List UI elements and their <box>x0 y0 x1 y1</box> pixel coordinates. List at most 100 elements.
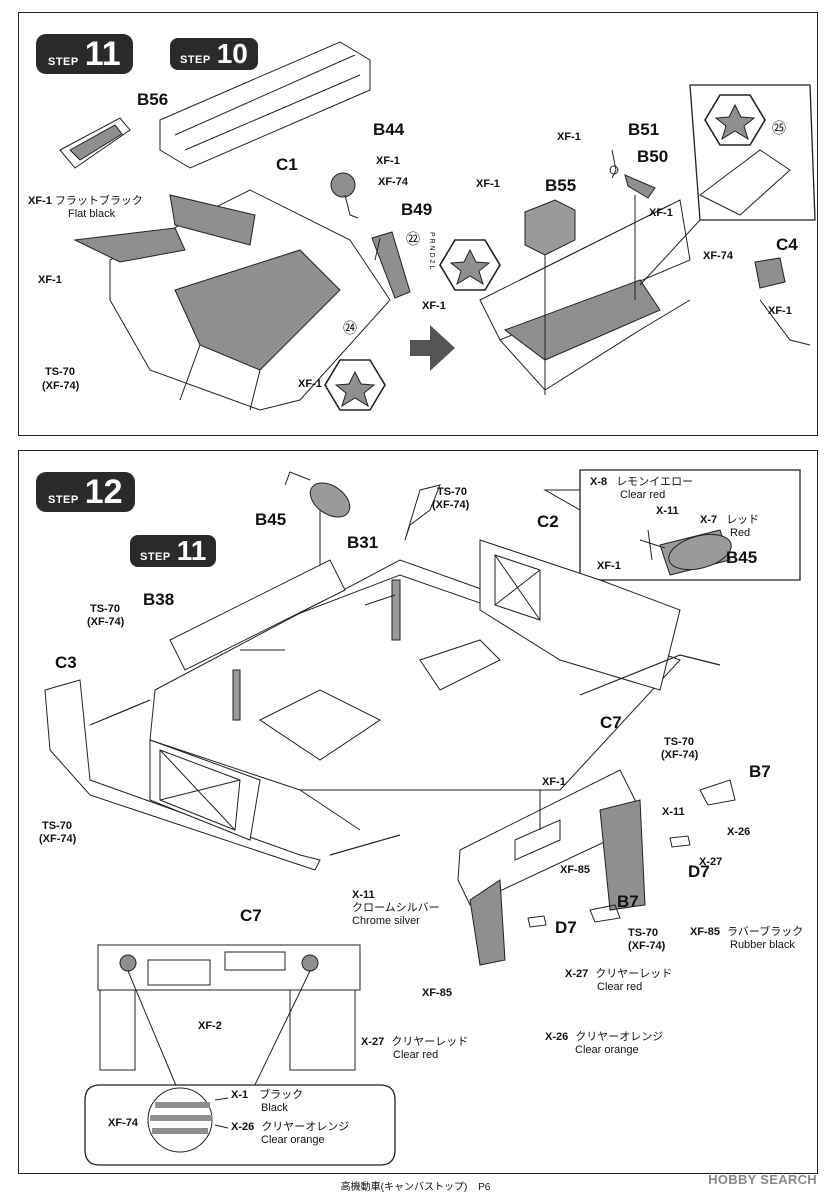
label-xf74-sub: (XF-74) <box>661 749 699 761</box>
color-en: Chrome silver <box>352 915 420 927</box>
decal-25: ㉕ <box>772 120 786 136</box>
color-jp: レッド <box>726 514 760 526</box>
step-12-panel <box>18 450 818 1174</box>
color-jp: クリヤーレッド <box>595 968 673 980</box>
callout-x7: X-7 レッド Red <box>700 514 759 540</box>
detail-label-xf2: XF-2 <box>198 1020 222 1032</box>
part-b7: B7 <box>617 892 639 911</box>
label-xf74-sub: (XF-74) <box>432 499 470 511</box>
color-jp: クリヤーオレンジ <box>261 1121 350 1133</box>
color-en: Clear red <box>597 981 643 993</box>
step-word: STEP <box>180 54 211 66</box>
step-word: STEP <box>48 494 79 506</box>
part-c7: C7 <box>600 713 622 732</box>
label-xf1-flat-black: XF-1 フラットブラック Flat black <box>28 195 143 221</box>
label-xf1: XF-1 <box>649 207 673 219</box>
part-b31: B31 <box>347 533 379 552</box>
label-x11: X-11 <box>662 806 685 818</box>
part-b50: B50 <box>637 147 669 166</box>
label-xf1: XF-1 <box>476 178 500 190</box>
detail-part-c7: C7 <box>240 906 262 925</box>
part-c3: C3 <box>55 653 77 672</box>
color-code: X-26 <box>545 1031 569 1043</box>
label-ts70: TS-70 <box>42 820 72 832</box>
color-en: Clear red <box>620 489 666 501</box>
part-d7: D7 <box>555 918 577 937</box>
label-ts70: TS-70 <box>628 927 658 939</box>
label-xf1: XF-1 <box>38 274 62 286</box>
color-code: XF-85 <box>690 926 720 938</box>
watermark-logo: HOBBY SEARCH <box>708 1172 817 1187</box>
color-code: X-1 <box>231 1089 249 1101</box>
page-footer: 高機動車(キャンバストップ) P6 <box>0 1178 831 1193</box>
color-jp: レモンイエロー <box>616 476 694 488</box>
part-c1: C1 <box>276 155 298 174</box>
decal-22: ㉒ <box>406 231 420 247</box>
color-jp: クロームシルバー <box>352 902 440 914</box>
part-d7: D7 <box>688 862 710 881</box>
label-ts70: TS-70 <box>437 486 467 498</box>
label-x11-chrome-silver: X-11 クロームシルバー Chrome silver <box>352 889 440 928</box>
step-11-badge: STEP 11 <box>36 34 133 74</box>
part-b56: B56 <box>137 90 169 109</box>
color-en: Clear red <box>393 1049 439 1061</box>
label-ts70: TS-70 <box>90 603 120 615</box>
part-b45: B45 <box>255 510 287 529</box>
label-xf1: XF-1 <box>557 131 581 143</box>
step-12-badge: STEP 12 <box>36 472 135 512</box>
label-xf85: XF-85 <box>560 864 590 876</box>
label-ts70: TS-70 <box>664 736 694 748</box>
label-x27: X-27 <box>699 856 723 868</box>
label-x26-clear-orange: X-26 クリヤーオレンジ Clear orange <box>545 1031 663 1057</box>
color-code: X-8 <box>590 476 608 488</box>
part-b7: B7 <box>749 762 771 781</box>
color-code: X-26 <box>231 1121 255 1133</box>
color-jp: クリヤーオレンジ <box>575 1031 664 1043</box>
step-11-ref-badge: STEP 11 <box>130 535 217 567</box>
label-xf74: XF-74 <box>703 250 733 262</box>
callout-xf1: XF-1 <box>597 560 621 572</box>
footer-title: 高機動車(キャンバストップ) <box>340 1182 468 1193</box>
label-ts70-sub: (XF-74) <box>42 380 80 392</box>
color-code: X-7 <box>700 514 718 526</box>
detail-label-x27: X-27 クリヤーレッド Clear red <box>361 1036 468 1062</box>
part-c2: C2 <box>537 512 559 531</box>
part-b49: B49 <box>401 200 433 219</box>
step-word: STEP <box>48 56 79 68</box>
part-b38: B38 <box>143 590 175 609</box>
label-xf74-sub: (XF-74) <box>39 833 77 845</box>
part-b44: B44 <box>373 120 405 139</box>
color-jp: フラットブラック <box>54 195 143 207</box>
step-word: STEP <box>140 551 171 563</box>
callout-x11: X-11 <box>656 505 679 517</box>
step-10-ref-badge: STEP 10 <box>170 38 258 70</box>
step-number: 10 <box>216 38 248 69</box>
label-xf1: XF-1 <box>542 776 566 788</box>
color-en: Black <box>261 1102 288 1114</box>
decal-24: ㉔ <box>343 320 357 336</box>
color-code: X-11 <box>352 889 375 901</box>
shift-pattern: P R N D 2 L <box>428 232 435 270</box>
step-number: 11 <box>176 535 207 566</box>
part-b55: B55 <box>545 176 577 195</box>
label-xf85-rubber-black: XF-85 ラバーブラック Rubber black <box>690 926 803 952</box>
color-jp: ブラック <box>259 1089 304 1101</box>
detail-label-x1: X-1 ブラック Black <box>231 1089 303 1115</box>
label-xf74: XF-74 <box>378 176 408 188</box>
color-en: Clear orange <box>261 1134 325 1146</box>
color-code: X-27 <box>361 1036 385 1048</box>
label-xf74-sub: (XF-74) <box>628 940 666 952</box>
footer-page: P6 <box>478 1182 491 1193</box>
label-xf1: XF-1 <box>298 378 322 390</box>
part-b45-callout: B45 <box>726 548 758 567</box>
color-jp: ラバーブラック <box>727 926 804 938</box>
color-en: Red <box>730 527 751 539</box>
part-b51: B51 <box>628 120 660 139</box>
label-xf1: XF-1 <box>422 300 446 312</box>
callout-x8: X-8 レモンイエロー Clear red <box>590 476 693 502</box>
detail-label-xf74: XF-74 <box>108 1117 138 1129</box>
color-en: Rubber black <box>730 939 795 951</box>
color-code: XF-1 <box>28 195 52 207</box>
color-en: Clear orange <box>575 1044 639 1056</box>
